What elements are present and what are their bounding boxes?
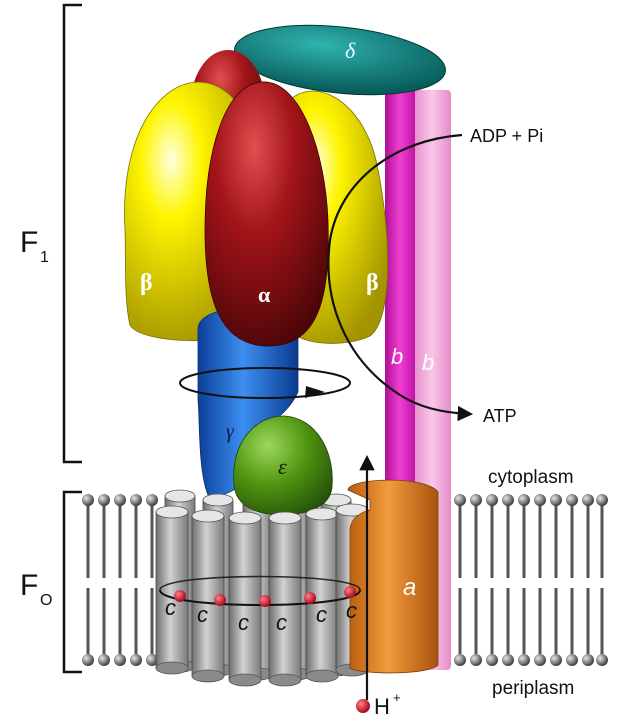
- epsilon-label: ε: [278, 454, 287, 479]
- gamma-label: γ: [226, 421, 235, 443]
- c-label-4: c: [276, 610, 287, 635]
- c-label-6: c: [346, 598, 357, 623]
- adp-to-atp-arrow: [327, 133, 474, 422]
- proton-site: [174, 590, 186, 602]
- cytoplasm-label: cytoplasm: [488, 467, 574, 488]
- proton-ball: [356, 699, 370, 713]
- rotation-arrowhead: [305, 386, 325, 398]
- right-lipid: [470, 494, 482, 666]
- membrane-lipids-right: [454, 494, 608, 666]
- delta-label: δ: [345, 38, 356, 63]
- fo-subscript: O: [40, 592, 52, 609]
- c-subunit-cylinder: [268, 511, 302, 687]
- a-subunit: [347, 479, 439, 674]
- periplasm-label: periplasm: [492, 678, 574, 699]
- right-lipid: [486, 494, 498, 666]
- atp-label: ATP: [483, 406, 517, 426]
- proton-site: [344, 586, 356, 598]
- delta-subunit: [234, 24, 446, 96]
- rotation-arrow: [179, 367, 351, 399]
- c-label-3: c: [238, 610, 249, 635]
- f1-bracket: [62, 3, 82, 464]
- c-ring-rotation-back: [159, 575, 361, 591]
- beta-left-label: β: [140, 270, 153, 296]
- a-label: a: [403, 574, 416, 601]
- b-label-2: b: [422, 350, 434, 375]
- c-ring-protons: [174, 586, 356, 607]
- left-lipid: [146, 494, 158, 666]
- alpha-label: α: [258, 282, 271, 307]
- proton-label: H: [374, 694, 390, 719]
- epsilon-subunit: [233, 415, 333, 516]
- alpha-subunit-front: [204, 81, 329, 347]
- c-label-1: c: [165, 595, 176, 620]
- b-subunit-magenta: [385, 88, 415, 513]
- proton-site: [259, 595, 271, 607]
- membrane-lipids-left: [82, 494, 158, 666]
- right-lipid: [454, 494, 466, 666]
- beta-right-label: β: [366, 270, 379, 296]
- fo-label: F: [20, 569, 38, 602]
- c-subunit-cylinder: [228, 511, 262, 687]
- right-lipid: [596, 494, 608, 666]
- proton-site: [304, 592, 316, 604]
- c-subunit-cylinder: [155, 505, 189, 675]
- f1-subscript: 1: [40, 249, 49, 266]
- fo-bracket: [62, 490, 82, 674]
- right-lipid: [534, 494, 546, 666]
- right-lipid: [550, 494, 562, 666]
- adp-pi-label: ADP + Pi: [470, 126, 543, 146]
- left-lipid: [130, 494, 142, 666]
- right-lipid: [502, 494, 514, 666]
- right-lipid: [566, 494, 578, 666]
- b-label-1: b: [391, 344, 403, 369]
- c-label-5: c: [316, 602, 327, 627]
- left-lipid: [114, 494, 126, 666]
- f1-label: F: [20, 226, 38, 259]
- left-lipid: [98, 494, 110, 666]
- proton-site: [214, 594, 226, 606]
- right-lipid: [582, 494, 594, 666]
- proton-superscript: +: [393, 690, 401, 705]
- c-label-2: c: [197, 602, 208, 627]
- right-lipid: [518, 494, 530, 666]
- left-lipid: [82, 494, 94, 666]
